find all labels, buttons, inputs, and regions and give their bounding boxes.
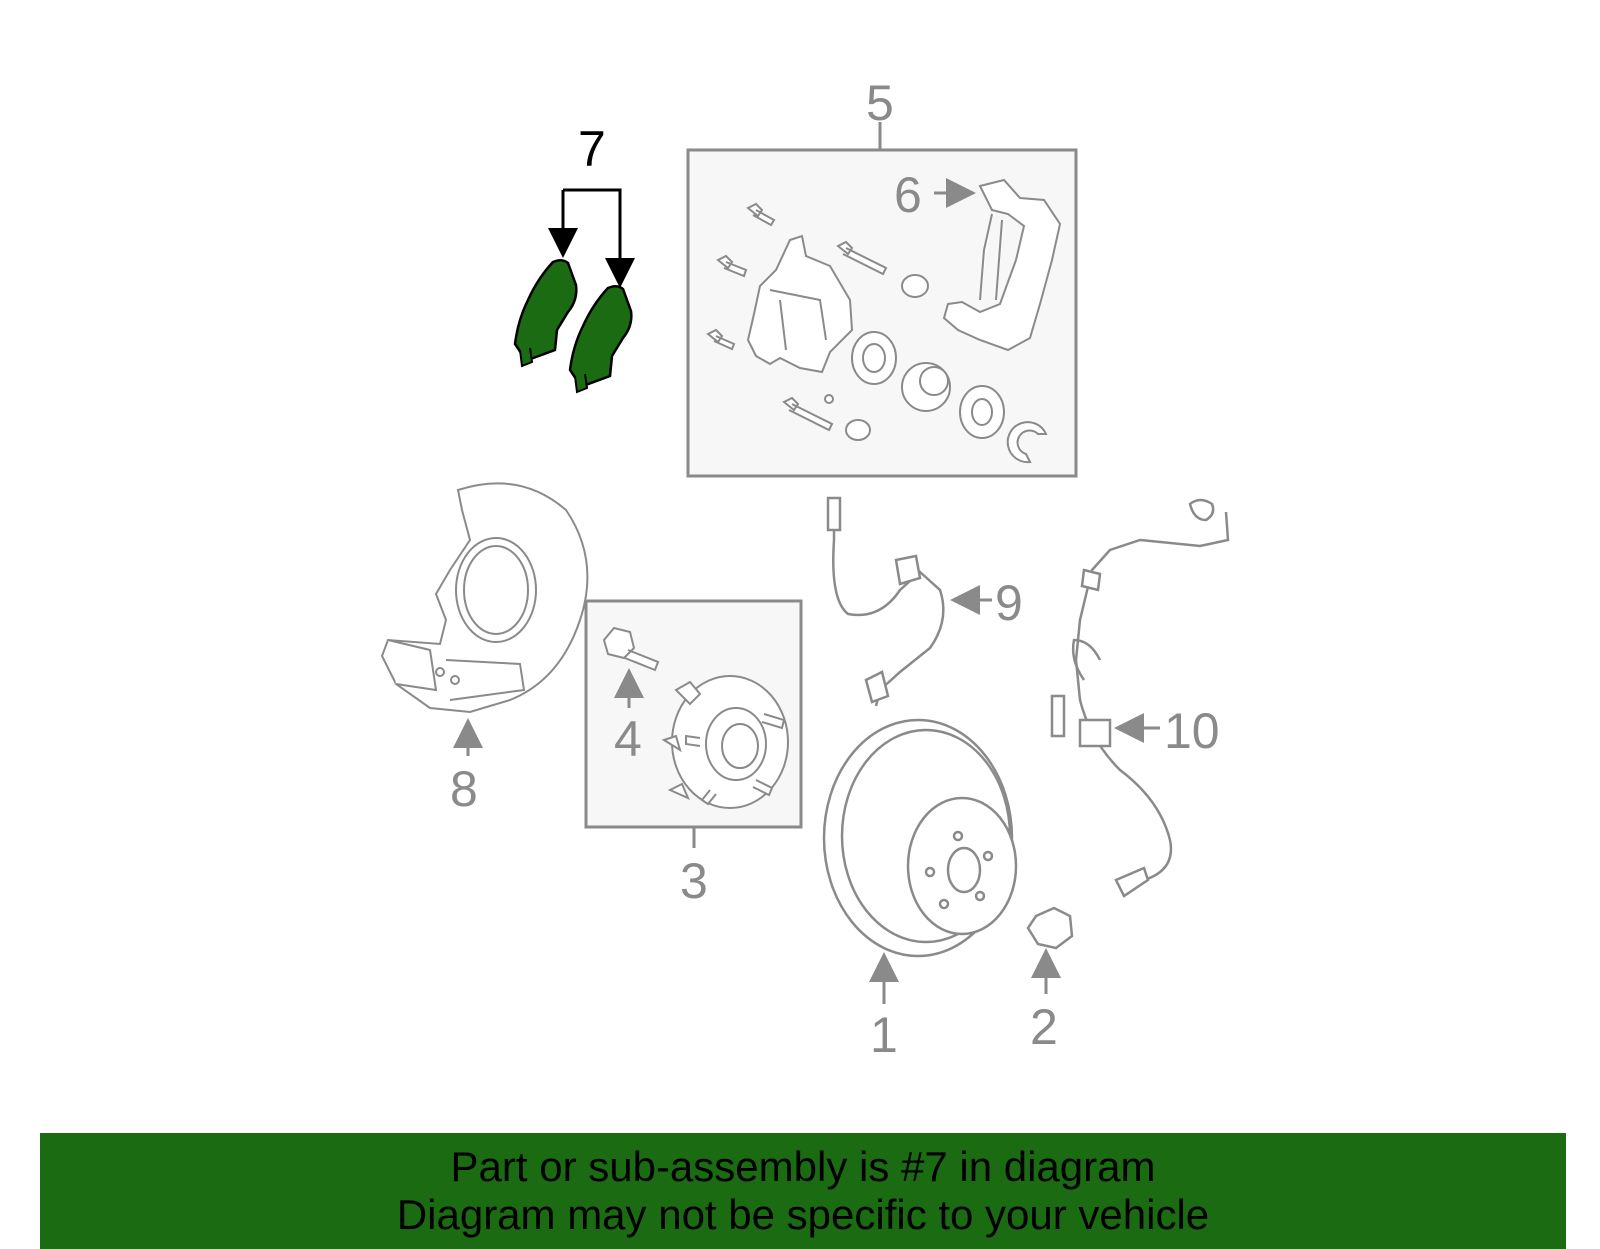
hub-assembly-group[interactable] bbox=[584, 599, 803, 848]
splash-shield-group[interactable] bbox=[380, 482, 589, 714]
callout-8: 8 bbox=[450, 761, 478, 817]
callout-5: 5 bbox=[866, 75, 894, 131]
brake-hose-group[interactable] bbox=[826, 496, 945, 707]
callout-10: 10 bbox=[1164, 703, 1220, 759]
callout-9: 9 bbox=[995, 575, 1023, 631]
callout-7: 7 bbox=[578, 121, 606, 177]
hub-nut-group[interactable] bbox=[1026, 906, 1074, 950]
callout-4: 4 bbox=[614, 711, 642, 767]
banner-line-disclaimer: Diagram may not be specific to your vehi… bbox=[396, 1191, 1210, 1238]
brake-pad-inner bbox=[513, 259, 578, 362]
info-banner: Part or sub-assembly is #7 in diagram Di… bbox=[40, 1133, 1566, 1249]
abs-sensor-group[interactable] bbox=[1050, 498, 1230, 898]
callout-3: 3 bbox=[680, 853, 708, 909]
callout-1: 1 bbox=[870, 1007, 898, 1063]
caliper-assembly-group[interactable] bbox=[686, 122, 1078, 478]
brake-rotor-group[interactable] bbox=[822, 718, 1018, 958]
callout-2: 2 bbox=[1030, 999, 1058, 1055]
brake-pads-group[interactable] bbox=[513, 188, 635, 394]
banner-line-part-number: Part or sub-assembly is #7 in diagram bbox=[450, 1143, 1156, 1190]
brake-pad-outer bbox=[568, 285, 633, 388]
callout-6: 6 bbox=[894, 167, 922, 223]
